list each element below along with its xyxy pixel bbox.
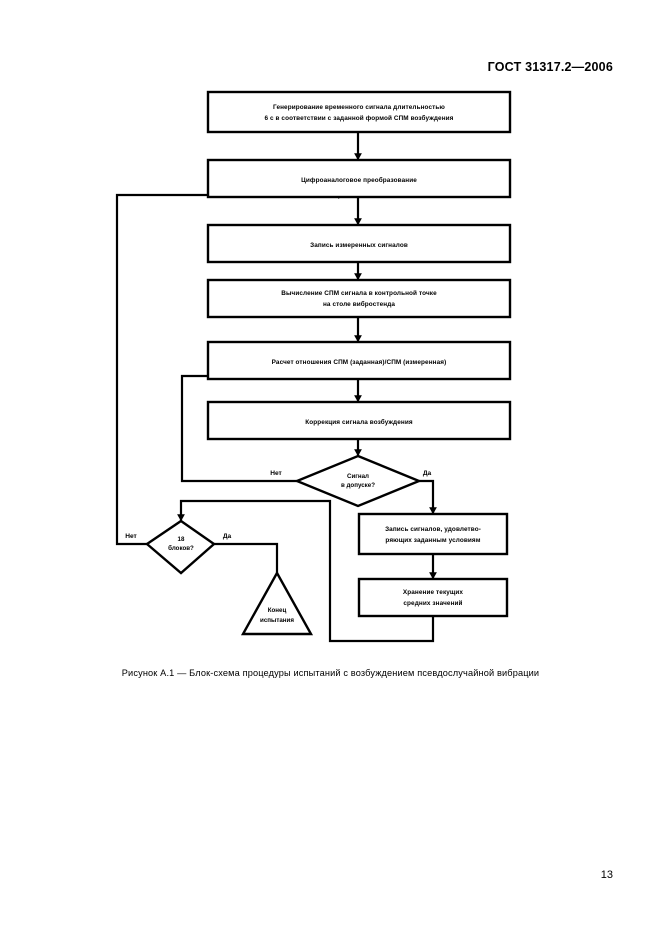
flow-node-record-signals-label: Запись измеренных сигналов — [310, 242, 408, 249]
flowchart-figure: Генерирование временного сигнала длитель… — [0, 84, 661, 654]
flow-node-generate-signal-line2: 6 с в соответствии с заданной формой СПМ… — [264, 114, 453, 122]
flow-terminator-end-of-test-line2: испытания — [260, 617, 294, 624]
branch-label-d2-no: Нет — [125, 533, 137, 540]
flow-node-store-running-averages[interactable]: Хранение текущих средних значений — [357, 577, 509, 618]
flow-node-compute-psd[interactable]: Вычисление СПМ сигнала в контрольной точ… — [206, 278, 512, 319]
flow-node-psd-ratio[interactable]: Расчет отношения СПМ (заданная)/СПМ (изм… — [206, 340, 512, 381]
flow-node-compute-psd-line1: Вычисление СПМ сигнала в контрольной точ… — [281, 289, 437, 297]
connector-d1-yes-to-n7 — [419, 479, 437, 515]
flow-node-record-accepted-signals[interactable]: Запись сигналов, удовлетво- ряющих задан… — [357, 512, 509, 556]
flow-terminator-end-of-test[interactable]: Конец испытания — [240, 570, 314, 636]
flow-node-correct-drive-label: Коррекция сигнала возбуждения — [305, 418, 413, 426]
flow-node-psd-ratio-label: Расчет отношения СПМ (заданная)/СПМ (изм… — [272, 359, 447, 366]
flow-decision-signal-in-tolerance-line1: Сигнал — [347, 473, 369, 480]
flow-terminator-end-of-test-line1: Конец — [268, 607, 287, 614]
flow-node-dac-conversion-label: Цифроаналоговое преобразование — [301, 176, 417, 184]
branch-label-d1-no: Нет — [270, 470, 282, 477]
branch-label-d1-yes: Да — [423, 470, 432, 477]
flow-node-store-running-averages-line2: средних значений — [403, 599, 462, 607]
flow-node-generate-signal[interactable]: Генерирование временного сигнала длитель… — [206, 90, 512, 134]
flow-decision-signal-in-tolerance[interactable]: Сигнал в допуске? — [293, 454, 423, 508]
flow-node-record-signals[interactable]: Запись измеренных сигналов — [206, 223, 512, 264]
figure-caption: Рисунок А.1 — Блок-схема процедуры испыт… — [121, 668, 540, 678]
flow-node-generate-signal-line1: Генерирование временного сигнала длитель… — [273, 104, 445, 111]
page-number: 13 — [600, 869, 613, 881]
branch-label-d2-yes: Да — [223, 533, 232, 540]
flow-decision-block-count[interactable]: 18 блоков? — [145, 519, 216, 575]
flow-node-record-accepted-signals-line1: Запись сигналов, удовлетво- — [385, 526, 481, 533]
flow-decision-signal-in-tolerance-line2: в допуске? — [341, 482, 375, 489]
flow-decision-block-count-line1: 18 — [178, 536, 185, 543]
flow-decision-block-count-line2: блоков? — [168, 545, 194, 552]
flow-node-correct-drive[interactable]: Коррекция сигнала возбуждения — [206, 400, 512, 441]
document-standard-header: ГОСТ 31317.2—2006 — [487, 60, 613, 74]
connector-d2-yes-to-end — [214, 542, 279, 573]
flow-node-store-running-averages-line1: Хранение текущих — [403, 589, 464, 596]
flow-node-record-accepted-signals-line2: ряющих заданным условиям — [385, 537, 480, 544]
connector-n8-to-d2 — [177, 499, 435, 643]
flow-node-compute-psd-line2: на столе вибростенда — [323, 300, 395, 308]
flowchart-svg: Генерирование временного сигнала длитель… — [115, 90, 512, 643]
flow-node-dac-conversion[interactable]: Цифроаналоговое преобразование — [206, 158, 512, 199]
